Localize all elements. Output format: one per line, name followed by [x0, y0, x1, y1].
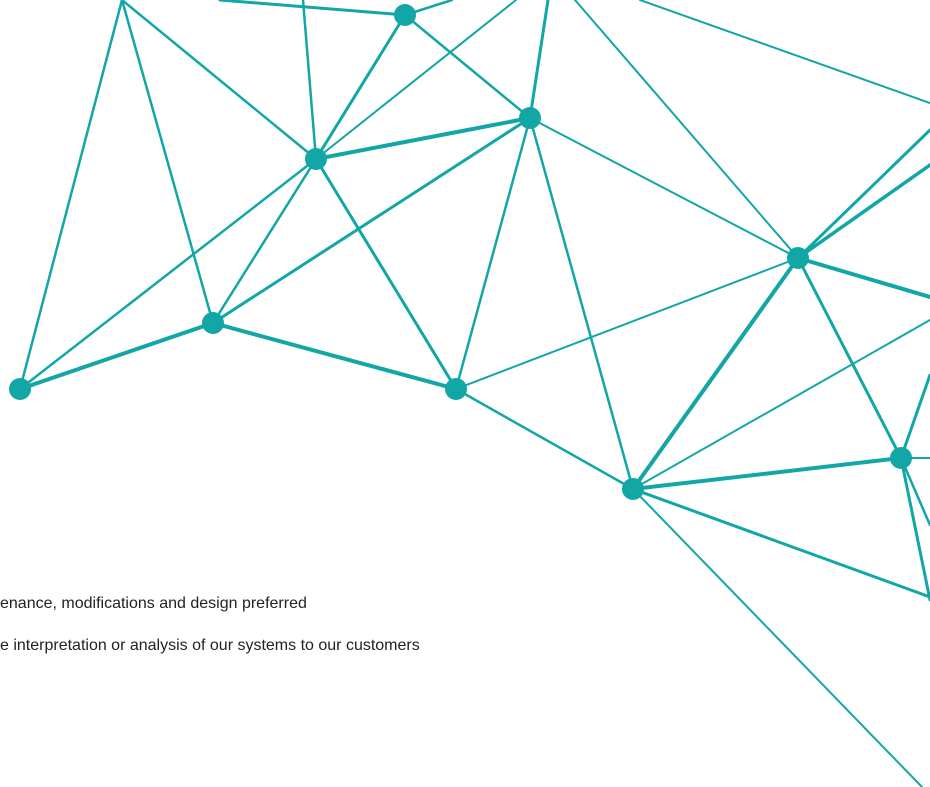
network-node [519, 107, 541, 129]
network-edge [639, 0, 930, 104]
network-edge [18, 157, 318, 391]
network-edge [631, 256, 800, 491]
network-edge [631, 456, 903, 491]
network-edge [796, 128, 930, 260]
network-edge [632, 488, 923, 787]
network-edge [899, 373, 930, 460]
text-line-1: enance, modifications and design preferr… [0, 595, 307, 612]
network-edge [632, 319, 930, 490]
network-edge [528, 0, 550, 120]
network-edge [120, 0, 215, 325]
network-edge [796, 256, 930, 299]
network-node [202, 312, 224, 334]
network-edge [218, 0, 407, 17]
network-edge [796, 256, 903, 460]
network-node [622, 478, 644, 500]
network-edges [18, 0, 930, 787]
network-edge [314, 13, 407, 161]
text-line-2: e interpretation or analysis of our syst… [0, 637, 420, 654]
network-edge [211, 321, 458, 391]
network-edge [574, 0, 799, 259]
network-edge [796, 163, 930, 260]
network-edge [314, 157, 458, 391]
network-edge [454, 387, 635, 491]
network-edge [315, 0, 517, 160]
network-edge [314, 116, 532, 161]
network-edge [18, 321, 215, 391]
network-edge [899, 456, 930, 527]
network-edge [403, 13, 532, 120]
network-edge [18, 0, 124, 391]
network-edge [455, 257, 799, 390]
network-node [445, 378, 467, 400]
network-nodes [9, 4, 912, 500]
network-node [305, 148, 327, 170]
network-edge [454, 116, 532, 391]
network-node [787, 247, 809, 269]
network-edge [631, 487, 930, 599]
network-edge [528, 116, 635, 491]
network-edge [529, 117, 799, 259]
network-edge [899, 456, 930, 602]
network-edge [301, 0, 318, 161]
network-node [394, 4, 416, 26]
network-edge [120, 0, 318, 161]
network-node [890, 447, 912, 469]
network-edge [211, 116, 532, 325]
network-node [9, 378, 31, 400]
network-edge [211, 157, 318, 325]
